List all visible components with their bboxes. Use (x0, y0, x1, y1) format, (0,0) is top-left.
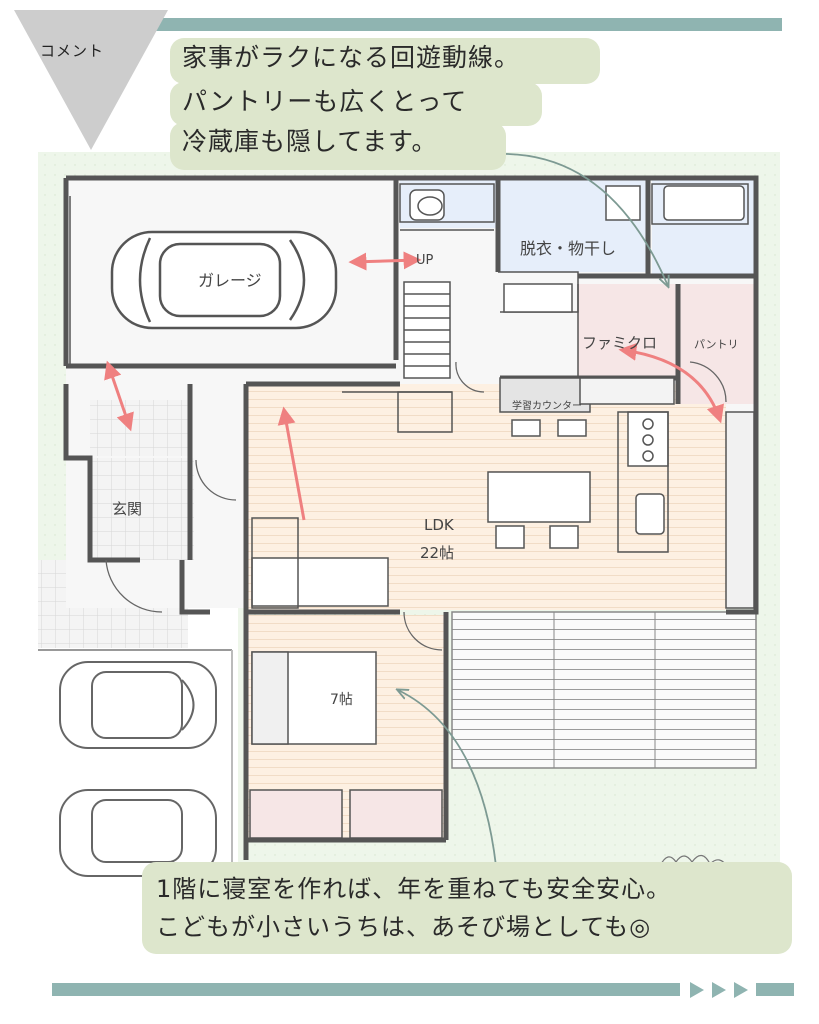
callout-top-line-3: 冷蔵庫も隠してます。 (170, 122, 506, 170)
entrance-tiles (90, 458, 194, 560)
closet-left (249, 789, 343, 839)
bottom-end-bar (756, 983, 794, 996)
comment-tag: コメント (40, 42, 105, 60)
room-label-family-closet: ファミクロ (582, 334, 657, 352)
room-label-laundry: 脱衣・物干し (520, 239, 616, 258)
family-closet-floor (578, 284, 678, 378)
dining-table (487, 471, 591, 523)
study-counter (499, 377, 591, 413)
callout-bottom: 1階に寝室を作れば、年を重ねても安全安心。 こどもが小さいうちは、あそび場として… (142, 862, 792, 954)
room-label-bedroom-size: 7帖 (330, 692, 353, 708)
bottom-accent-bar (52, 983, 680, 996)
washing-machine (605, 185, 641, 221)
room-label-study-counter: 学習カウンター (512, 399, 582, 412)
chairs (495, 419, 587, 549)
callout-top-text-1: 家事がラクになる回遊動線。 (182, 43, 521, 72)
callout-bottom-text-1: 1階に寝室を作れば、年を重ねても安全安心。 (156, 875, 672, 903)
wood-deck (451, 611, 757, 769)
flow-arrows (104, 251, 724, 521)
room-label-ldk-size: 22帖 (420, 544, 454, 562)
callout-top-text-3: 冷蔵庫も隠してます。 (182, 127, 438, 156)
room-label-up: UP (416, 253, 434, 268)
parked-car-1 (59, 661, 217, 749)
parked-car-2 (59, 789, 217, 877)
chevron-icon (690, 982, 704, 998)
chevron-icon (734, 982, 748, 998)
callout-top-line-2: パントリーも広くとって (170, 82, 542, 126)
callout-bottom-text-2: こどもが小さいうちは、あそび場としても◎ (156, 913, 652, 941)
room-label-garage: ガレージ (198, 271, 262, 290)
comment-triangle (14, 10, 168, 150)
closet-right (349, 789, 443, 839)
staircase (397, 281, 453, 433)
room-label-pantry: パントリ (694, 338, 739, 351)
callout-leaders (398, 153, 668, 867)
callout-top-text-2: パントリーも広くとって (182, 87, 468, 116)
room-label-ldk: LDK (424, 516, 455, 534)
wash-basin (503, 283, 573, 313)
garage-car (110, 230, 338, 330)
chevron-icon (712, 982, 726, 998)
bathtub (663, 185, 745, 221)
callout-top-line-1: 家事がラクになる回遊動線。 (170, 38, 600, 84)
shoe-closet-tiles (90, 400, 190, 456)
room-label-entrance: 玄関 (112, 500, 142, 518)
sink (635, 493, 665, 535)
top-accent-bar (38, 18, 782, 31)
sofa (251, 557, 389, 607)
